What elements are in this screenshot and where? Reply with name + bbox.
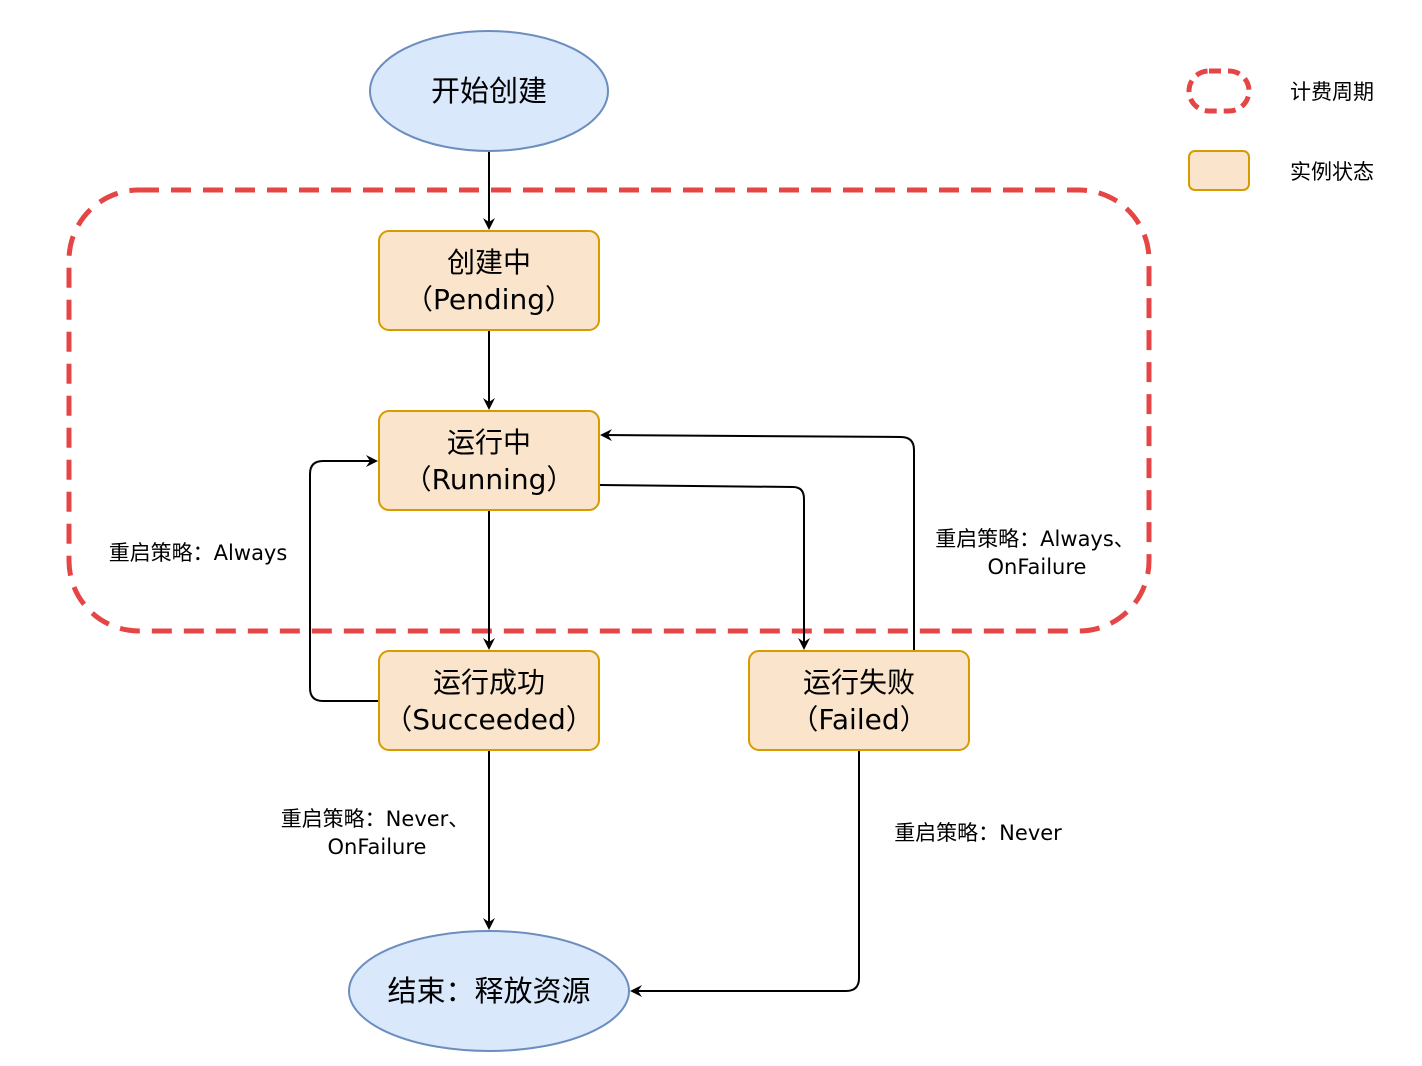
legend-billing-period-label: 计费周期 (1290, 80, 1374, 104)
end-node-label: 结束：释放资源 (387, 974, 590, 1008)
legend: 计费周期 实例状态 (1186, 68, 1374, 191)
succeeded-node-subtitle: （Succeeded） (384, 703, 594, 736)
edges (309, 151, 915, 997)
failed-node-subtitle: （Failed） (790, 703, 927, 736)
failed-node: 运行失败 （Failed） (748, 650, 970, 751)
end-node: 结束：释放资源 (348, 930, 630, 1052)
failed-node-title: 运行失败 (803, 666, 915, 699)
edge-label-failed-to-running-line2: OnFailure (988, 555, 1087, 579)
running-node: 运行中 （Running） (378, 410, 600, 511)
edge-labels: 重启策略：Always 重启策略：Always、 OnFailure 重启策略：… (109, 527, 1135, 859)
running-node-title: 运行中 (447, 426, 531, 459)
edge-failed-to-running (600, 429, 915, 651)
pending-node-title: 创建中 (447, 246, 531, 279)
pending-node-subtitle: （Pending） (405, 283, 573, 316)
edge-label-succeeded-to-end-line1: 重启策略：Never、 (281, 807, 470, 831)
succeeded-node: 运行成功 （Succeeded） (378, 650, 600, 751)
legend-billing-period-swatch (1186, 68, 1252, 114)
edge-running-to-failed (598, 484, 810, 650)
edge-label-succeeded-to-running: 重启策略：Always (109, 541, 288, 565)
legend-instance-state-label: 实例状态 (1290, 160, 1374, 184)
start-node-label: 开始创建 (431, 74, 547, 108)
edge-failed-to-end (630, 751, 860, 997)
legend-instance-state-swatch (1188, 150, 1250, 191)
edge-label-failed-to-end: 重启策略：Never (894, 821, 1062, 845)
pending-node: 创建中 （Pending） (378, 230, 600, 331)
succeeded-node-title: 运行成功 (433, 666, 545, 699)
edge-label-succeeded-to-end-line2: OnFailure (328, 835, 427, 859)
running-node-subtitle: （Running） (404, 463, 575, 496)
start-node: 开始创建 (369, 30, 609, 152)
edge-label-failed-to-running-line1: 重启策略：Always、 (935, 527, 1135, 551)
edge-succeeded-to-running (309, 455, 379, 702)
billing-period-region (66, 187, 1152, 634)
